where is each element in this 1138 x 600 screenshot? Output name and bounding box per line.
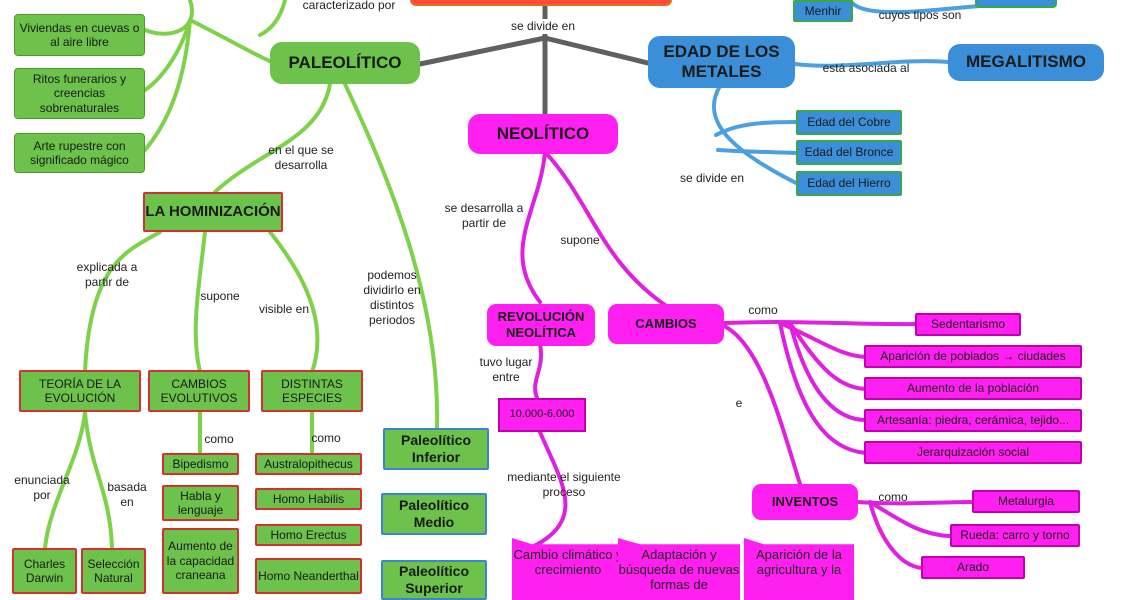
artesania-node[interactable]: Artesanía: piedra, cerámica, tejido... [864, 409, 1082, 432]
megalitismo-node[interactable]: MEGALITISMO [948, 44, 1104, 81]
label-supone-hom: supone [200, 289, 240, 303]
menhir-node[interactable]: Menhir [793, 0, 853, 22]
label-desarrolla-neo: se desarrolla a partir de [444, 201, 524, 230]
ritos-node[interactable]: Ritos funerarios y creencias sobrenatura… [14, 68, 145, 119]
paleolitico-node[interactable]: PALEOLÍTICO [270, 42, 420, 84]
poblados-node[interactable]: Aparición de poblados → ciudades [864, 345, 1082, 368]
fechas-node[interactable]: 10.000-6.000 [498, 398, 586, 432]
label-se-divide-metales: se divide en [679, 171, 745, 185]
blue-top-node[interactable] [975, 0, 1057, 8]
teoria-node[interactable]: TEORÍA DE LA EVOLUCIÓN [19, 370, 141, 412]
label-tuvo-lugar: tuvo lugar entre [479, 355, 533, 384]
arte-node[interactable]: Arte rupestre con significado mágico [14, 133, 145, 173]
label-basada: basada en [107, 480, 147, 509]
top-title-node[interactable] [410, 0, 672, 6]
australopithecus-node[interactable]: Australopithecus [255, 453, 362, 475]
hierro-node[interactable]: Edad del Hierro [796, 171, 902, 196]
process-step-3[interactable]: Aparición de la agricultura y la [744, 538, 854, 600]
viviendas-node[interactable]: Viviendas en cuevas o al aire libre [14, 14, 145, 56]
habilis-node[interactable]: Homo Habilis [255, 488, 362, 510]
darwin-node[interactable]: Charles Darwin [12, 548, 77, 594]
bronce-node[interactable]: Edad del Bronce [796, 140, 902, 165]
label-como-esp: como [311, 431, 341, 445]
process-step-2[interactable]: Adaptación y búsqueda de nuevas formas d… [618, 538, 740, 600]
edad-metales-node[interactable]: EDAD DE LOS METALES [648, 36, 795, 88]
metalurgia-node[interactable]: Metalurgia [972, 490, 1080, 513]
label-visible: visible en [258, 302, 310, 316]
label-como-cambios: como [748, 303, 778, 317]
bipedismo-node[interactable]: Bipedismo [162, 453, 239, 475]
label-e: e [735, 396, 743, 410]
label-supone-neo: supone [560, 233, 600, 247]
label-cuyos-tipos: cuyos tipos son [878, 8, 962, 22]
inventos-node[interactable]: INVENTOS [752, 484, 858, 520]
process-step-1[interactable]: Cambio climático y crecimiento [512, 538, 624, 600]
sedentarismo-node[interactable]: Sedentarismo [915, 313, 1021, 336]
cobre-node[interactable]: Edad del Cobre [796, 110, 902, 135]
arado-node[interactable]: Arado [921, 556, 1025, 579]
label-desarrolla-pal: en el que se desarrolla [268, 143, 334, 172]
label-se-divide: se divide en [508, 19, 578, 34]
hominizacion-node[interactable]: LA HOMINIZACIÓN [143, 192, 283, 232]
distintas-especies-node[interactable]: DISTINTAS ESPECIES [261, 370, 363, 412]
jerarquizacion-node[interactable]: Jerarquización social [864, 441, 1082, 464]
neanderthal-node[interactable]: Homo Neanderthal [255, 558, 362, 594]
neolitico-node[interactable]: NEOLÍTICO [468, 114, 618, 154]
rueda-node[interactable]: Rueda: carro y torno [950, 524, 1080, 547]
label-podemos: podemos dividirlo en distintos periodos [363, 268, 421, 327]
paleolitico-inferior-node[interactable]: Paleolítico Inferior [383, 428, 489, 470]
aumento-poblacion-node[interactable]: Aumento de la población [864, 377, 1082, 400]
habla-node[interactable]: Habla y lenguaje [162, 485, 239, 521]
aumento-capacidad-node[interactable]: Aumento de la capacidad craneana [162, 528, 239, 594]
label-como-evol: como [204, 432, 234, 446]
seleccion-node[interactable]: Selección Natural [81, 548, 146, 594]
label-como-inventos: como [878, 490, 908, 504]
paleolitico-superior-node[interactable]: Paleolítico Superior [381, 560, 487, 600]
label-asociada: está asociada al [822, 61, 910, 75]
label-enunciada: enunciada por [14, 473, 70, 502]
label-mediante: mediante el siguiente proceso [507, 470, 621, 499]
cambios-node[interactable]: CAMBIOS [608, 304, 724, 344]
erectus-node[interactable]: Homo Erectus [255, 524, 362, 546]
revolucion-node[interactable]: REVOLUCIÓN NEOLÍTICA [487, 304, 595, 346]
paleolitico-medio-node[interactable]: Paleolítico Medio [381, 493, 487, 535]
label-caracterizado: caracterizado por [302, 0, 396, 12]
cambios-evolutivos-node[interactable]: CAMBIOS EVOLUTIVOS [148, 370, 250, 412]
label-explicada: explicada a partir de [76, 260, 138, 289]
